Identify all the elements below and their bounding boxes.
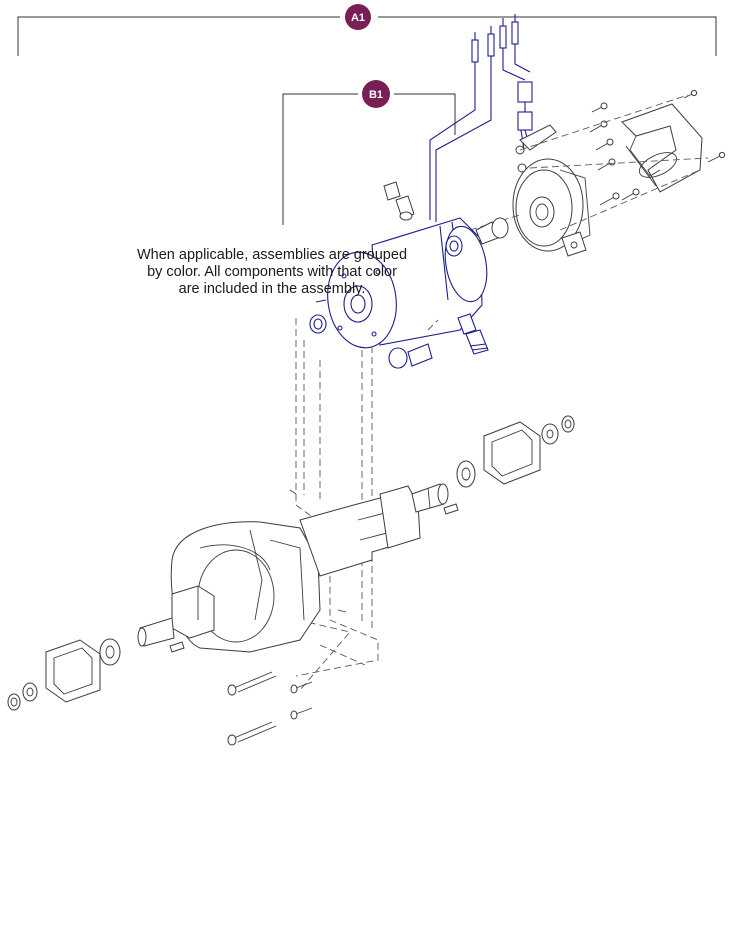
transaxle-assembly <box>137 483 459 653</box>
note-line-1: When applicable, assemblies are grouped <box>136 247 408 263</box>
callout-a1[interactable]: A1 <box>345 4 371 30</box>
callout-b1[interactable]: B1 <box>362 80 390 108</box>
left-axle-hardware <box>7 638 121 711</box>
mounting-bolts <box>227 671 313 746</box>
motor-body <box>315 217 488 349</box>
motor-brushes <box>309 181 509 369</box>
assembly-b1-bracket <box>282 93 456 225</box>
note-line-2: by color. All components with that color <box>147 264 397 280</box>
assembly-a1-bracket <box>17 16 717 56</box>
motor-alignment-lines <box>295 318 439 691</box>
right-axle-hardware <box>456 415 575 488</box>
assembly-color-note: When applicable, assemblies are grouped … <box>137 247 407 298</box>
note-line-3: are included in the assembly. <box>178 281 366 297</box>
wire-harness <box>429 14 533 222</box>
callout-a1-label: A1 <box>351 12 365 24</box>
callout-b1-label: B1 <box>369 89 383 101</box>
